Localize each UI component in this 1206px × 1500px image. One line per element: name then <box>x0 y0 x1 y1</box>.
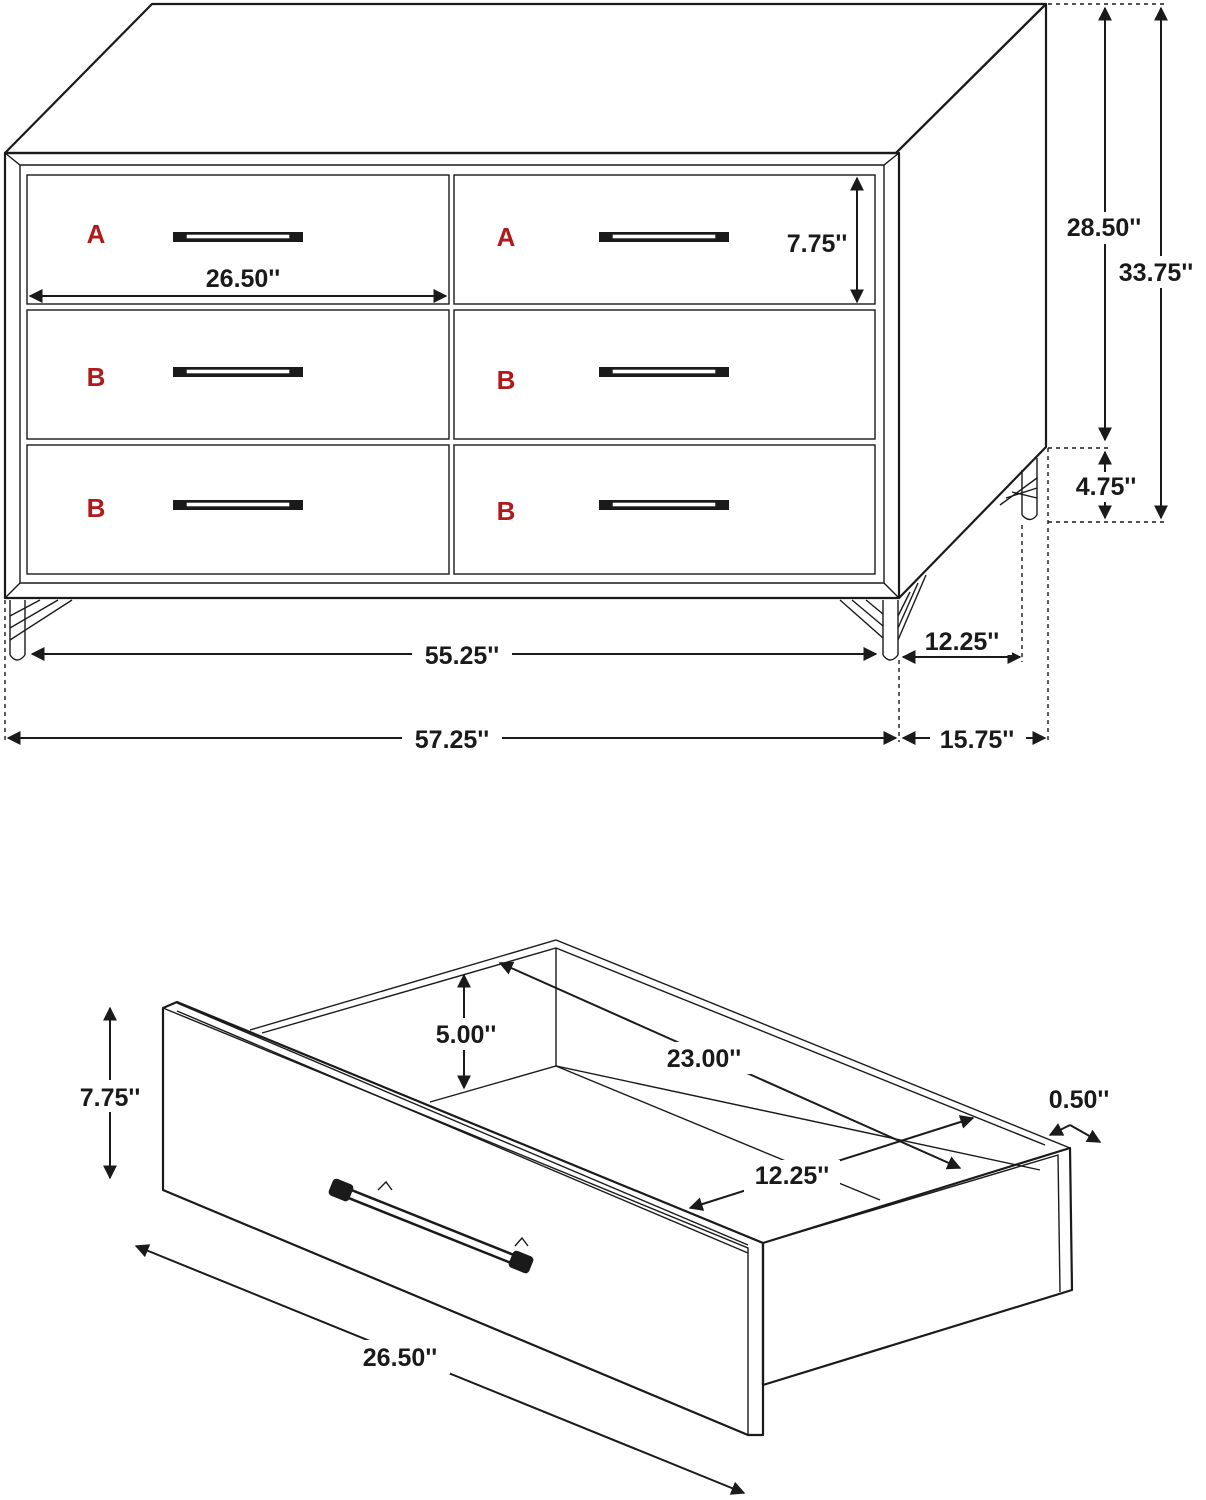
drawer-front <box>453 174 876 305</box>
dim-total-width: 57.25'' <box>415 726 489 754</box>
dresser-dimensions: 26.50'' 7.75'' 28.50'' 33.75'' 4.75'' 55… <box>4 3 1204 754</box>
dim-front-width: 26.50'' <box>363 1344 437 1372</box>
dim-inner-height: 5.00'' <box>436 1021 497 1049</box>
drawer-grid <box>26 174 876 575</box>
dim-drawer-width: 26.50'' <box>206 265 280 293</box>
dim-drawer-height: 7.75'' <box>787 230 848 258</box>
dresser-legs <box>9 458 1038 661</box>
drawer-label-b: B <box>497 365 516 395</box>
drawer-label-b: B <box>497 496 516 526</box>
drawer-pull <box>599 232 729 242</box>
dim-body-height: 28.50'' <box>1067 214 1141 242</box>
drawer-front <box>26 309 450 440</box>
dim-leg-span: 55.25'' <box>425 642 499 670</box>
dresser-side <box>894 2 1048 600</box>
drawer-label-a: A <box>497 222 516 252</box>
dim-leg-depth: 12.25'' <box>925 628 999 656</box>
drawer-label-b: B <box>87 493 106 523</box>
dim-inner-depth: 23.00'' <box>667 1045 741 1073</box>
drawer-front <box>453 444 876 575</box>
dim-leg-height: 4.75'' <box>1076 473 1137 501</box>
dim-total-height: 33.75'' <box>1119 259 1193 287</box>
drawer-pull <box>599 367 729 377</box>
drawer-pull <box>173 367 303 377</box>
dim-total-depth: 15.75'' <box>940 726 1014 754</box>
drawer-pull <box>599 500 729 510</box>
drawer-front <box>26 174 450 305</box>
drawer-label-b: B <box>87 362 106 392</box>
drawer-pull <box>173 232 303 242</box>
drawer-front <box>26 444 450 575</box>
dim-inner-width: 12.25'' <box>755 1162 829 1190</box>
drawer-pulls <box>173 232 729 510</box>
drawer-dimensions: 7.75'' 5.00'' 23.00'' 12.25'' 0.50'' 26.… <box>68 961 1110 1495</box>
drawer-pull <box>173 500 303 510</box>
dim-wall-thickness: 0.50'' <box>1049 1086 1110 1114</box>
drawer-front-panel <box>161 1000 765 1437</box>
dresser-top <box>3 2 1048 155</box>
drawer-drawing <box>161 939 1074 1437</box>
dresser-drawing: A A B B B B <box>3 2 1048 661</box>
drawer-detail-pull <box>328 1178 534 1274</box>
drawer-label-a: A <box>87 219 106 249</box>
drawer-front <box>453 309 876 440</box>
dim-front-height: 7.75'' <box>80 1084 141 1112</box>
dresser-front <box>3 151 901 600</box>
